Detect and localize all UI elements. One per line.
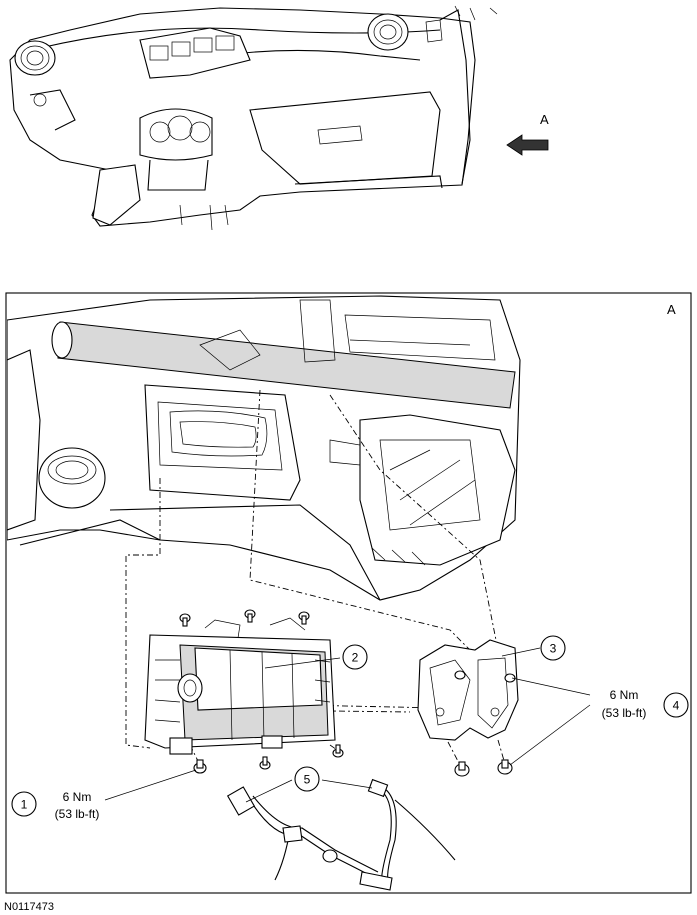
detail-view-label: A	[667, 302, 676, 317]
svg-text:2: 2	[352, 651, 359, 665]
callout-2: 2	[342, 644, 368, 670]
instrument-cluster	[139, 108, 213, 191]
callout-1: 1 6 Nm (53 lb-ft)	[11, 790, 100, 821]
callout-4: 4 6 Nm (53 lb-ft)	[602, 688, 689, 720]
leader-lines	[104, 647, 591, 803]
callout-4-torque-nm: 6 Nm	[610, 688, 639, 702]
bolt	[504, 673, 516, 683]
view-arrow: A	[506, 112, 549, 156]
wiring-harness	[226, 778, 456, 891]
bolt	[497, 759, 513, 775]
passenger-airbag-module	[144, 617, 336, 755]
fasteners	[179, 609, 516, 777]
callout-3: 3	[540, 635, 566, 661]
left-vent	[14, 40, 56, 76]
svg-text:5: 5	[304, 773, 311, 787]
center-stack	[139, 27, 251, 79]
callout-1-torque-lbft: (53 lb-ft)	[55, 807, 100, 821]
bolt	[259, 756, 271, 770]
bolt	[298, 611, 310, 625]
figure-id: N0117473	[4, 901, 54, 913]
bolt	[454, 761, 470, 777]
bolt	[332, 744, 344, 758]
right-vent	[367, 13, 409, 51]
svg-text:1: 1	[21, 798, 28, 812]
instrument-panel-overview	[9, 5, 498, 231]
airbag-bracket	[417, 639, 519, 741]
airbag-cavity	[144, 384, 301, 501]
view-arrow-label: A	[540, 112, 549, 127]
bolt	[454, 670, 466, 680]
bolt	[179, 613, 191, 627]
instrument-panel-detail	[7, 295, 521, 601]
callout-4-torque-lbft: (53 lb-ft)	[602, 706, 647, 720]
svg-text:3: 3	[550, 642, 557, 656]
detail-left-vent	[38, 447, 106, 509]
bolt	[244, 609, 256, 623]
callout-5: 5	[294, 766, 320, 792]
callout-1-torque-nm: 6 Nm	[63, 790, 92, 804]
svg-text:4: 4	[673, 699, 680, 713]
bolt	[193, 759, 207, 774]
detail-view-frame	[5, 292, 692, 894]
